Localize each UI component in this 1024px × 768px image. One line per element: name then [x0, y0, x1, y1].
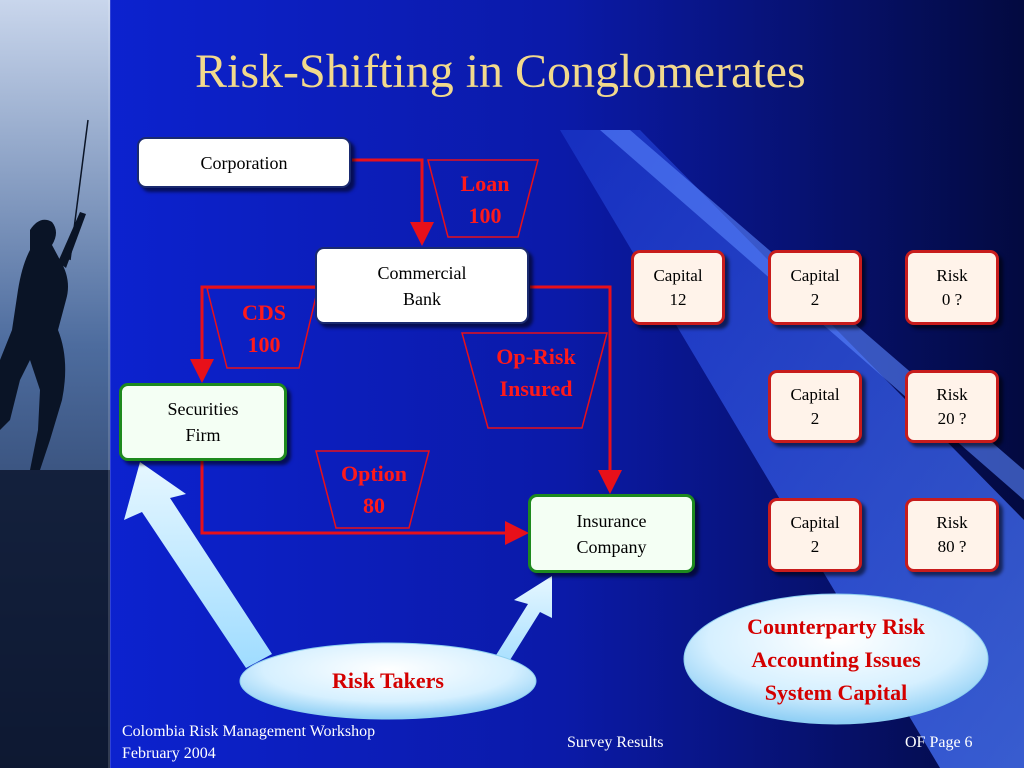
insurance-company-node: Insurance Company	[528, 494, 695, 573]
risk-taker-arrow-right	[488, 576, 552, 676]
option-trapezoid	[315, 450, 430, 529]
capital-label: Capital	[790, 513, 840, 532]
issue-counterparty-risk: Counterparty Risk	[747, 614, 925, 639]
capital-box-r2c2: Capital 2	[768, 370, 862, 443]
option-value: 80	[363, 493, 385, 518]
risk-value: 0 ?	[941, 289, 963, 309]
oprisk-text-line1: Op-Risk	[496, 344, 576, 369]
cds-value: 100	[247, 332, 281, 357]
issue-accounting: Accounting Issues	[751, 647, 921, 672]
option-text: Option	[340, 461, 408, 486]
capital-label: Capital	[653, 265, 703, 285]
capital-value: 2	[810, 408, 820, 428]
commercial-bank-node: Commercial Bank	[315, 247, 529, 324]
securities-label-line1: Securities	[167, 399, 239, 419]
loan-label: Loan 100	[440, 168, 530, 232]
cds-trapezoid	[206, 287, 319, 369]
risk-label: Risk	[936, 384, 968, 404]
insurance-label-line1: Insurance	[576, 510, 647, 531]
capital-box-r1c2: Capital 2	[768, 250, 862, 325]
bank-label-line1: Commercial	[377, 262, 467, 283]
option-label: Option 80	[326, 458, 422, 522]
securities-label-line2: Firm	[185, 425, 221, 445]
risk-takers-ellipse	[239, 642, 537, 720]
corporation-label: Corporation	[200, 152, 288, 173]
risk-box-r2c3: Risk 20 ?	[905, 370, 999, 443]
risk-box-r3c3: Risk 80 ?	[905, 498, 999, 572]
risk-box-r1c3: Risk 0 ?	[905, 250, 999, 325]
footer-date: February 2004	[122, 745, 216, 762]
issue-system-capital: System Capital	[764, 680, 908, 705]
capital-value: 2	[810, 289, 820, 309]
capital-box-r3c2: Capital 2	[768, 498, 862, 572]
risk-label: Risk	[936, 513, 968, 532]
oprisk-trapezoid	[461, 332, 608, 429]
capital-value: 12	[669, 289, 687, 309]
corporation-node: Corporation	[137, 137, 351, 188]
loan-value: 100	[468, 203, 502, 228]
cds-text: CDS	[241, 300, 286, 325]
oprisk-label: Op-Risk Insured	[474, 341, 598, 405]
footer-workshop: Colombia Risk Management Workshop	[122, 723, 376, 740]
footer-page-number: OF Page 6	[905, 734, 973, 751]
issues-ellipse	[683, 593, 989, 725]
insurance-label-line2: Company	[576, 536, 647, 557]
capital-label: Capital	[790, 384, 840, 404]
oprisk-text-line2: Insured	[499, 376, 573, 401]
bank-label-line2: Bank	[403, 288, 441, 309]
slide-title: Risk-Shifting in Conglomerates	[195, 45, 806, 98]
risk-taker-arrow-left	[124, 462, 272, 668]
capital-box-r1c1: Capital 12	[631, 250, 725, 325]
cds-label: CDS 100	[218, 297, 310, 361]
loan-text: Loan	[460, 171, 510, 196]
risk-takers-label: Risk Takers	[332, 668, 444, 693]
risk-label: Risk	[936, 265, 968, 285]
issues-list: Counterparty Risk Accounting Issues Syst…	[684, 610, 988, 709]
footer-survey: Survey Results	[567, 734, 664, 751]
securities-firm-node: Securities Firm	[119, 383, 287, 461]
capital-value: 2	[810, 537, 820, 556]
risk-value: 20 ?	[937, 408, 967, 428]
capital-label: Capital	[790, 265, 840, 285]
risk-value: 80 ?	[937, 537, 967, 556]
loan-trapezoid	[427, 159, 539, 238]
